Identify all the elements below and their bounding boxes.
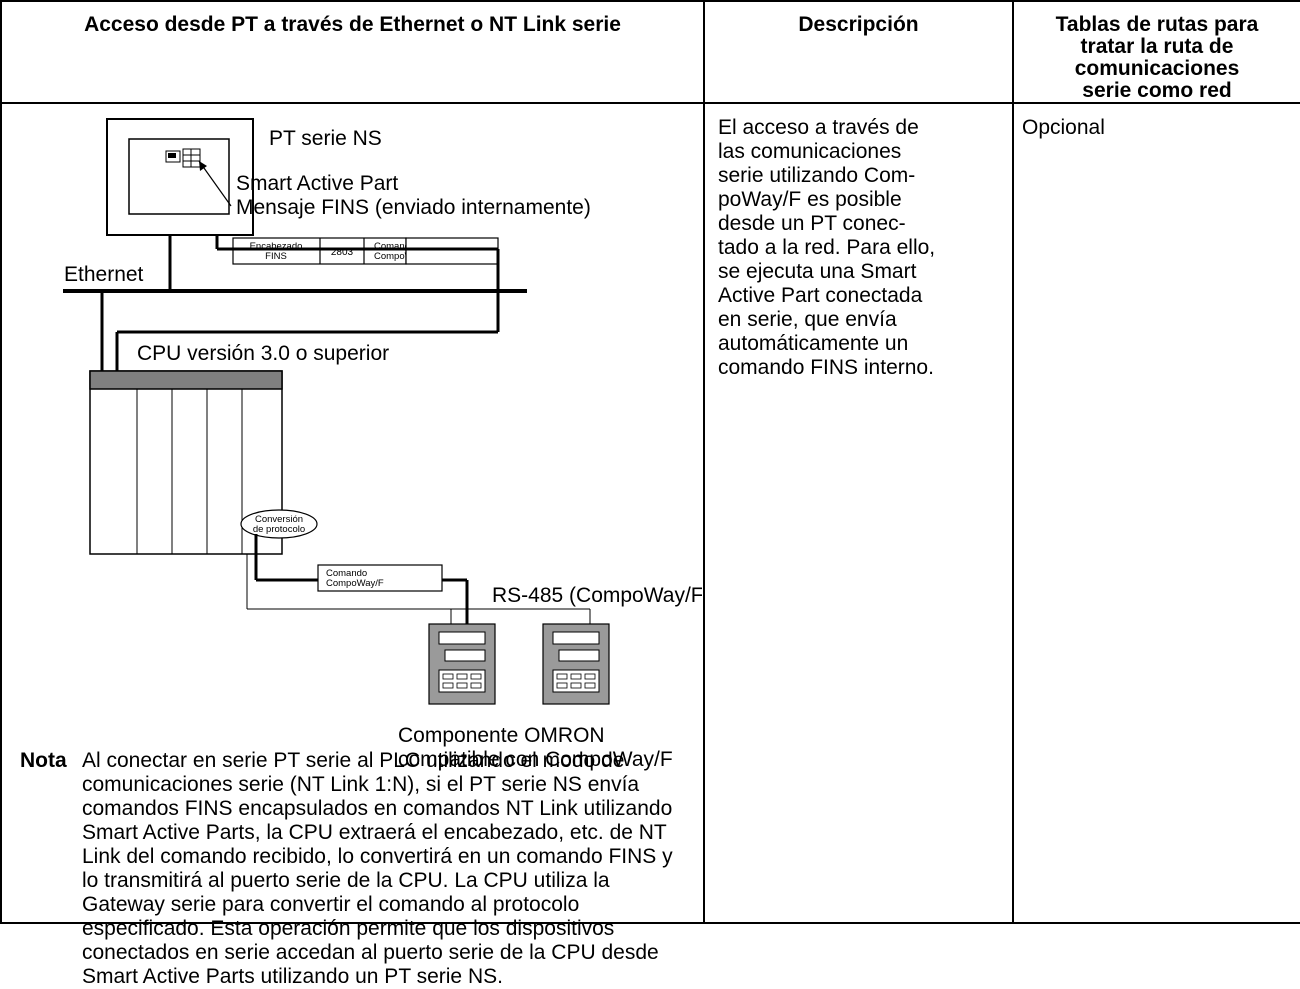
leader-arrowhead [199, 161, 207, 171]
note-text: Al conectar en serie PT serie al PLC uti… [82, 749, 673, 988]
protocol-conversion-line2: de protocolo [253, 524, 305, 535]
content-row: PT serie NS Smart Active Part Mensaje FI… [0, 102, 1300, 988]
rs485-label: RS-485 (CompoWay/F) [492, 584, 702, 607]
device-2 [542, 623, 610, 705]
routing-tables-cell: Opcional [1012, 102, 1300, 924]
header-description: Descripción [703, 0, 1014, 104]
header-access: Acceso desde PT a través de Ethernet o N… [0, 0, 705, 104]
smart-active-part-leader [198, 160, 232, 207]
network-diagram: PT serie NS Smart Active Part Mensaje FI… [63, 118, 702, 771]
cpu-label: CPU versión 3.0 o superior [137, 342, 389, 365]
description-cell: El acceso a través de las comunicaciones… [703, 102, 1014, 924]
fins-message-label: Mensaje FINS (enviado internamente) [236, 196, 591, 219]
component-label-line2: compatible con CompoWay/F [398, 748, 673, 771]
header-row: Acceso desde PT a través de Ethernet o N… [0, 0, 1300, 104]
frame-command-line2: CompoWay/F [374, 251, 432, 262]
pt-screen [128, 138, 230, 215]
frame-command-line1: Comando [374, 241, 415, 252]
command-frame-line1: Comando [326, 568, 367, 579]
protocol-conversion-line1: Conversión [255, 514, 303, 525]
description-text: El acceso a través de las comunicaciones… [718, 116, 936, 379]
command-frame-line2: CompoWay/F [326, 578, 384, 589]
protocol-conversion [240, 509, 318, 539]
frame-header-line1: Encabezado [250, 241, 303, 252]
note-label: Nota [20, 749, 67, 772]
device-1 [428, 623, 496, 705]
pt-label: PT serie NS [269, 127, 382, 150]
ethernet-label: Ethernet [64, 263, 144, 286]
routing-tables-value: Opcional [1022, 116, 1105, 139]
command-frame [317, 564, 443, 592]
smart-active-part-label: Smart Active Part [236, 172, 398, 195]
fins-frame: Encabezado FINS 2803 Comando CompoWay/F [232, 237, 499, 265]
component-label-line1: Componente OMRON [398, 724, 605, 747]
smart-active-part-icon [165, 148, 201, 168]
header-routing-tables: Tablas de rutas para tratar la ruta de c… [1012, 0, 1300, 104]
diagram-cell: PT serie NS Smart Active Part Mensaje FI… [0, 102, 705, 988]
frame-header-line2: FINS [265, 251, 287, 262]
frame-code: 2803 [331, 247, 354, 258]
